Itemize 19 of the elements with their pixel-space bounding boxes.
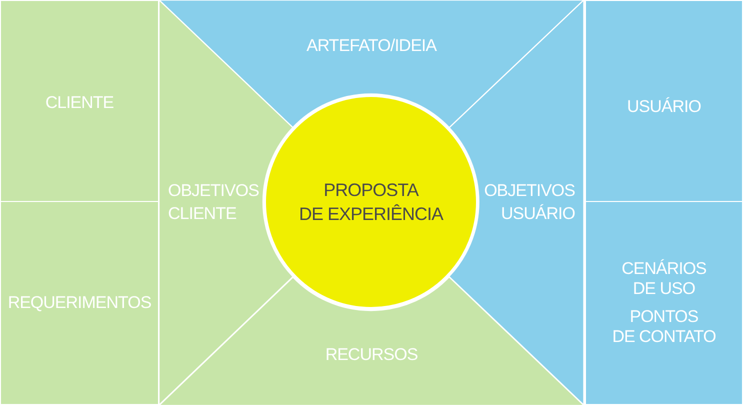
- wedge-segment: [159, 0, 584, 128]
- wedge-segment: [159, 276, 584, 405]
- section-label: RECURSOS: [325, 344, 418, 366]
- section-label: USUÁRIO: [627, 96, 701, 118]
- section-label: ARTEFATO/IDEIA: [306, 35, 436, 57]
- canvas-block: [1, 202, 158, 404]
- wedge-segment: [159, 0, 293, 405]
- section-label: CLIENTE: [45, 92, 114, 114]
- canvas-block: [1, 1, 158, 201]
- canvas-block: [586, 1, 742, 201]
- section-label: OBJETIVOS USUÁRIO: [484, 180, 575, 225]
- section-label: PONTOS DE CONTATO: [612, 307, 716, 347]
- canvas-block: [586, 202, 742, 404]
- wedge-segment: [449, 0, 584, 405]
- section-label: OBJETIVOS CLIENTE: [168, 180, 259, 225]
- section-label: REQUERIMENTOS: [8, 292, 152, 314]
- center-label: PROPOSTA DE EXPERIÊNCIA: [298, 179, 444, 226]
- center-circle: [263, 94, 479, 310]
- section-label: CENÁRIOS DE USO: [622, 259, 706, 299]
